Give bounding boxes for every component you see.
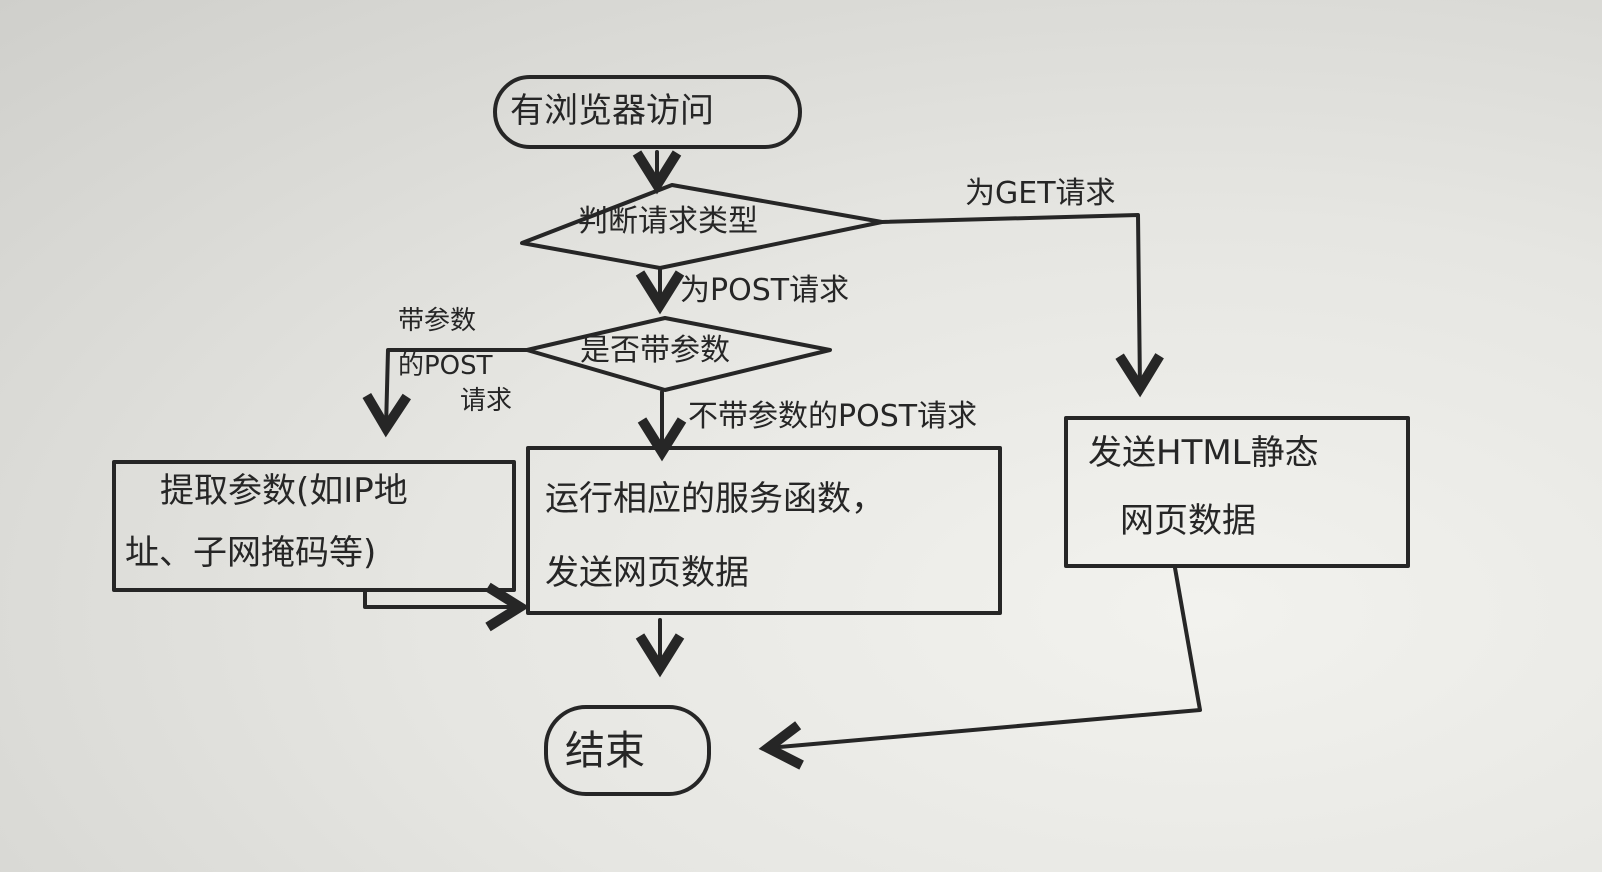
start-node-shape (493, 75, 802, 149)
extract-params-box (112, 460, 516, 592)
send-static-box (1064, 416, 1410, 568)
send-static-line1: 发送HTML静态 (1088, 433, 1319, 473)
has-params-diamond (525, 316, 832, 392)
extract-params-line1: 提取参数(如IP地 (160, 471, 408, 511)
extract-params-line2: 址、子网掩码等) (125, 533, 377, 573)
with-params-label-1: 带参数 (398, 306, 477, 336)
end-node-label: 结束 (565, 728, 645, 774)
start-node-label: 有浏览器访问 (510, 91, 714, 131)
judge-type-label: 判断请求类型 (578, 204, 758, 239)
post-edge-label: 为POST请求 (680, 273, 850, 308)
with-params-label-3: 请求 (460, 386, 513, 416)
run-service-box (526, 446, 1002, 615)
arrow-get-branch (880, 213, 1164, 398)
run-service-line2: 发送网页数据 (545, 553, 749, 593)
run-service-line1: 运行相应的服务函数， (545, 479, 885, 519)
get-edge-label: 为GET请求 (965, 176, 1116, 211)
with-params-label-2: 的POST (398, 351, 493, 381)
arrow-with-params (362, 348, 529, 438)
has-params-label: 是否带参数 (580, 333, 730, 368)
end-node-shape (544, 705, 711, 796)
arrow-extract-to-run (363, 582, 530, 632)
send-static-line2: 网页数据 (1120, 501, 1256, 541)
without-params-label: 不带参数的POST请求 (688, 399, 978, 434)
arrow-static-to-end (758, 566, 1202, 770)
